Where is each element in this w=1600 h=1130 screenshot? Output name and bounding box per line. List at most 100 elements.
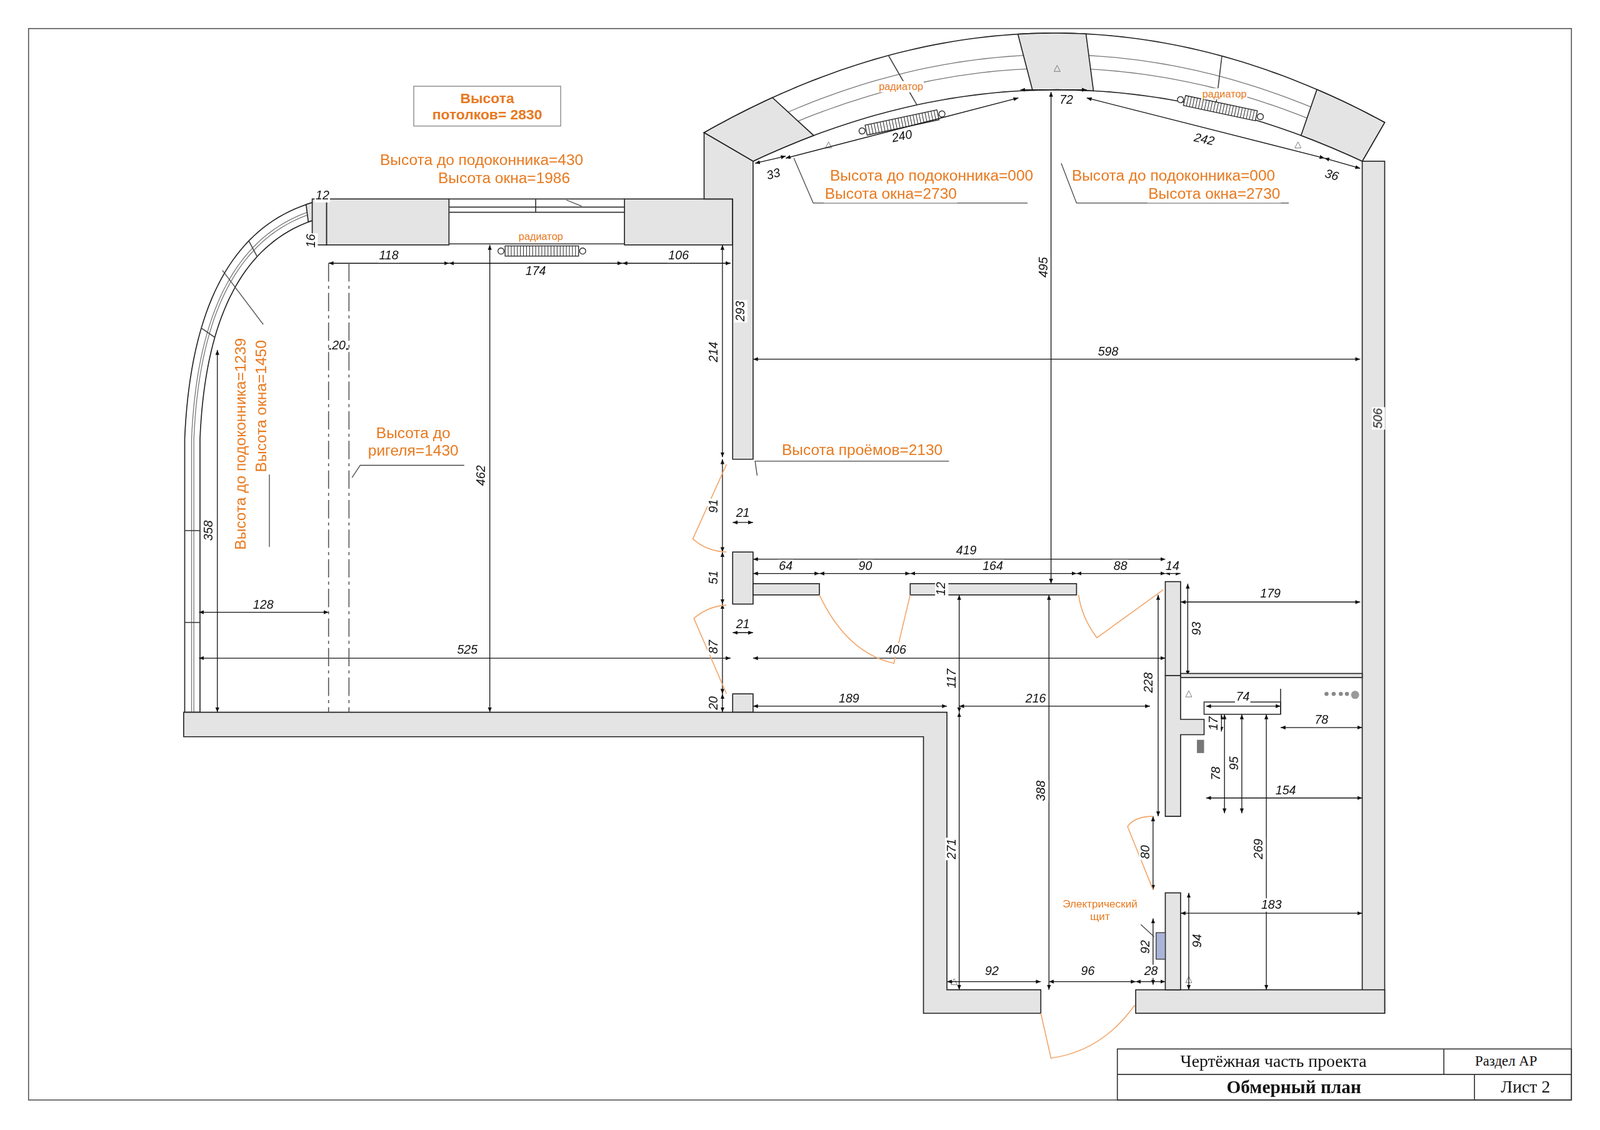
- dimension-line: [1180, 913, 1363, 914]
- dimension-line: [1086, 98, 1325, 159]
- dimension-line: [1241, 714, 1242, 814]
- window-line: [448, 211, 625, 214]
- window-band: [704, 33, 1385, 162]
- radiator-fin: [918, 113, 921, 124]
- radiator-fin: [888, 120, 891, 130]
- leader-line: [566, 200, 582, 207]
- note-label: Высота окна=1986: [436, 170, 571, 187]
- dimension-line: [198, 657, 731, 659]
- radiator-fin: [903, 116, 906, 127]
- radiator-fin: [547, 245, 549, 256]
- radiator-fin: [535, 245, 537, 256]
- radiator-fin: [1237, 106, 1240, 117]
- radiator-body: [505, 245, 579, 256]
- dimension-label: 240: [889, 128, 915, 147]
- dimension-label: 33: [764, 166, 784, 184]
- radiator-fin: [901, 117, 904, 128]
- radiator-valve: [938, 110, 946, 119]
- leader-line: [268, 474, 270, 547]
- wall: [1165, 675, 1204, 817]
- note-label: Высота до подоконника=1239: [232, 336, 250, 551]
- title-block-cell: Лист 2: [1500, 1078, 1552, 1098]
- door-swing: [1040, 1005, 1135, 1059]
- radiator-symbol: [498, 245, 586, 256]
- radiator-fin: [1231, 105, 1234, 116]
- dimension-line: [1206, 705, 1281, 707]
- wall: [1165, 893, 1180, 990]
- radiator-fin: [544, 245, 545, 256]
- radiator-fin: [1240, 107, 1242, 118]
- fixture: [1196, 740, 1204, 754]
- title-block-line: [1117, 1073, 1572, 1075]
- dimension-line: [755, 156, 786, 164]
- radiator-valve: [498, 248, 505, 255]
- note-label: Высота проёмов=2130: [780, 441, 944, 459]
- dimension-line: [732, 521, 754, 523]
- radiator-fin: [560, 245, 561, 256]
- radiator-fin: [1189, 96, 1192, 107]
- radiator-fin: [1195, 98, 1198, 109]
- radiator-fin: [913, 115, 915, 125]
- radiator-fin: [532, 245, 534, 256]
- title-block: [1117, 1048, 1572, 1100]
- dimension-label: 78: [1313, 713, 1330, 728]
- radiator-fin: [1201, 99, 1204, 110]
- note-label: Высота до подоконника=430: [378, 151, 585, 169]
- dimension-label: 598: [1096, 345, 1120, 359]
- radiator-fin: [1249, 109, 1252, 120]
- dimension-line: [910, 573, 1077, 574]
- dimension-line: [753, 558, 1166, 560]
- dimension-label: 95: [1228, 755, 1242, 772]
- electric-panel: [1156, 932, 1166, 959]
- dimension-label: 14: [1164, 559, 1180, 574]
- dimension-line: [1152, 816, 1154, 890]
- radiator-fin: [575, 245, 576, 256]
- door-swing: [1127, 816, 1154, 890]
- radiator-fin: [906, 116, 909, 127]
- window-mullion: [888, 55, 918, 105]
- dimension-label: 20: [707, 695, 722, 711]
- glazing-line: [193, 209, 327, 713]
- dimension-line: [198, 611, 329, 613]
- wall: [1180, 673, 1363, 679]
- radiator-fin: [571, 245, 573, 256]
- fixture-dot: [1331, 691, 1337, 697]
- radiator-fin: [1225, 104, 1228, 115]
- radiator-fin: [910, 115, 912, 126]
- dimension-label: 28: [1143, 965, 1159, 979]
- dimension-line: [448, 263, 623, 264]
- radiator-fin: [1246, 108, 1249, 119]
- radiator-fin: [930, 111, 933, 122]
- radiator-fin: [895, 118, 897, 129]
- dimension-label: 117: [945, 667, 959, 690]
- radiator-valve: [1256, 113, 1265, 121]
- dimension-line: [958, 595, 960, 713]
- dimension-label: 174: [524, 265, 547, 279]
- title-block-line: [1443, 1048, 1445, 1075]
- window-mullion: [185, 621, 200, 624]
- dimension-line: [958, 712, 960, 990]
- dimension-label: 128: [251, 598, 275, 612]
- radiator-fin: [891, 119, 894, 130]
- door-swings: [693, 464, 1164, 1059]
- title-block-line: [1473, 1074, 1475, 1100]
- outlet-mark: [1295, 141, 1302, 149]
- walls: [183, 132, 1385, 1014]
- radiator-fin: [553, 245, 555, 256]
- dimension-label: 183: [1260, 898, 1283, 912]
- dimension-label: 90: [857, 559, 874, 574]
- bay-window: [185, 198, 327, 712]
- dimension-label: 20: [331, 339, 347, 354]
- door-swing: [693, 464, 727, 552]
- radiator-fin: [921, 113, 924, 124]
- radiator-fin: [1204, 100, 1207, 110]
- dimension-label: 495: [1036, 256, 1051, 279]
- dimension-line: [1165, 573, 1180, 574]
- dimension-label: 228: [1142, 671, 1157, 694]
- dimension-line: [1048, 595, 1050, 990]
- window-mullion: [535, 198, 537, 212]
- dimension-label: 12: [935, 581, 949, 597]
- dimension-line: [785, 98, 1019, 159]
- dimension-label: 462: [475, 464, 489, 487]
